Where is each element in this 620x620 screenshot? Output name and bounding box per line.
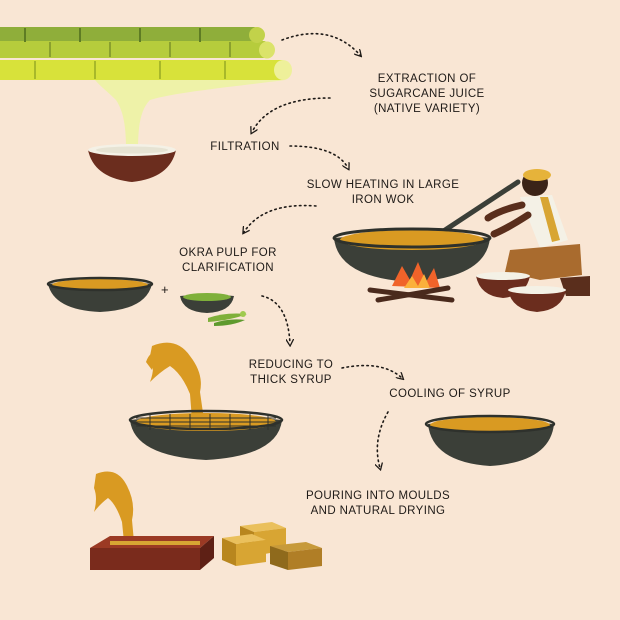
mould-icon — [90, 536, 214, 570]
sugarcane-icon — [0, 27, 292, 80]
reducing-wok-icon — [128, 409, 284, 460]
step-label-cooling: COOLING OF SYRUP — [389, 388, 511, 400]
wok-on-fire-icon — [332, 227, 492, 282]
step-label-extraction: EXTRACTION OF SUGARCANE JUICE (NATIVE VA… — [369, 73, 485, 115]
step-label-filtration: FILTRATION — [210, 141, 280, 153]
step-label-reducing: REDUCING TO THICK SYRUP — [248, 359, 334, 386]
flow-arrow-2 — [252, 97, 331, 132]
fire-icon — [367, 262, 455, 303]
flow-arrow-4 — [244, 204, 317, 232]
okra-bowl-icon — [180, 293, 234, 313]
okra-icon — [208, 311, 247, 326]
flow-arrow-5 — [261, 295, 290, 344]
step-label-okra: OKRA PULP FOR CLARIFICATION — [179, 247, 277, 274]
step-label-heating: SLOW HEATING IN LARGE IRON WOK — [306, 179, 460, 206]
mould-pour-icon — [94, 471, 134, 542]
flow-arrow-3 — [289, 145, 348, 168]
flow-arrow-1 — [281, 32, 360, 55]
juice-stream — [95, 80, 285, 150]
step-label-pouring: POURING INTO MOULDS AND NATURAL DRYING — [305, 490, 451, 517]
plus-sign: + — [161, 282, 169, 297]
flow-arrow-6 — [341, 364, 402, 378]
syrup-bowl-icon — [46, 276, 154, 312]
jaggery-blocks-icon — [222, 522, 322, 570]
flow-arrow-7 — [377, 411, 389, 468]
syrup-pour-icon — [146, 342, 204, 420]
cooling-wok-icon — [424, 414, 556, 466]
coconut-bowl-icon — [88, 144, 176, 182]
